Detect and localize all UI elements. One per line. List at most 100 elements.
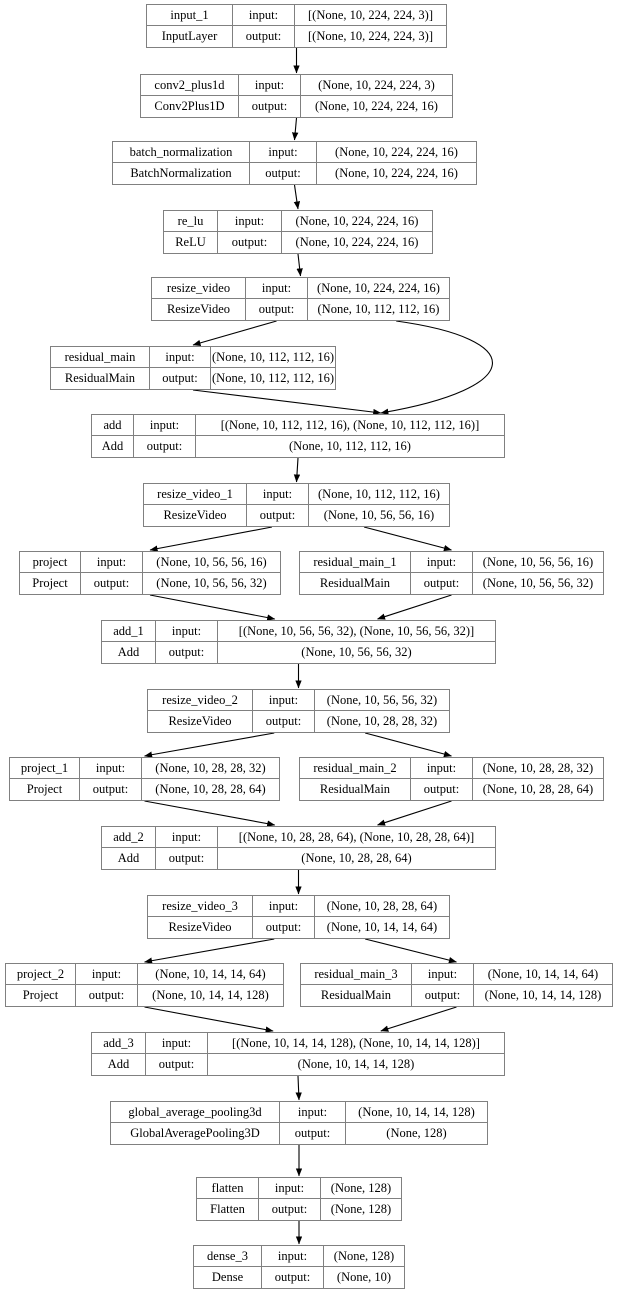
node-input-label: input:: [150, 347, 211, 367]
node-input-label: input:: [156, 621, 218, 641]
edge-conv2_plus1d-to-batch_normalization: [292, 117, 299, 141]
node-class-name: ResizeVideo: [148, 711, 253, 732]
node-output-label: output:: [156, 848, 218, 869]
edge-project_2-to-add_3: [144, 1006, 274, 1033]
edge-residual_main_3-to-add_3: [380, 1006, 457, 1032]
edge-resize_video_1-to-residual_main_1: [363, 526, 452, 552]
node-input-shape: (None, 10, 112, 112, 16): [212, 349, 334, 364]
node-input-shape: [(None, 10, 14, 14, 128), (None, 10, 14,…: [232, 1035, 480, 1050]
node-class-name: GlobalAveragePooling3D: [111, 1123, 280, 1144]
node-input-shape: (None, 10, 56, 56, 16): [156, 554, 267, 569]
node-input-label: input:: [253, 690, 315, 710]
node-layer-name: re_lu: [164, 211, 218, 231]
node-output-label: output:: [262, 1267, 324, 1288]
node-class-name: ResizeVideo: [148, 917, 253, 938]
node-input-shape: (None, 10, 56, 56, 16): [482, 554, 594, 569]
node-layer-name: resize_video_1: [144, 484, 247, 504]
node-input-label: input:: [76, 964, 138, 984]
node-output-shape: (None, 10, 112, 112, 16): [317, 302, 440, 317]
edge-add-to-resize_video_1: [293, 457, 301, 483]
node-layer-name: resize_video: [152, 278, 246, 298]
node-layer-name: input_1: [147, 5, 233, 25]
node-output-label: output:: [146, 1054, 208, 1075]
node-input-shape: [(None, 10, 112, 112, 16), (None, 10, 11…: [220, 417, 480, 432]
node-class-name: Conv2Plus1D: [141, 96, 239, 117]
node-output-shape: (None, 10, 14, 14, 128): [152, 988, 269, 1003]
node-output-shape: (None, 10, 224, 224, 16): [315, 99, 438, 114]
node-layer-name: global_average_pooling3d: [111, 1102, 280, 1122]
node-input-label: input:: [411, 758, 473, 778]
node-layer-name: residual_main_1: [300, 552, 411, 572]
node-input-label: input:: [134, 415, 196, 435]
node-input-label: input:: [253, 896, 315, 916]
node-input-shape: [(None, 10, 56, 56, 32), (None, 10, 56, …: [238, 623, 475, 638]
edge-re_lu-to-resize_video: [296, 253, 303, 277]
node-input-shape: [(None, 10, 224, 224, 3)]: [308, 7, 433, 22]
node-output-label: output:: [253, 711, 315, 732]
node-input-label: input:: [218, 211, 282, 231]
edge-resize_video-to-residual_main: [192, 320, 277, 346]
node-input-label: input:: [239, 75, 301, 95]
edge-batch_normalization-to-re_lu: [293, 184, 301, 210]
node-output-label: output:: [239, 96, 301, 117]
node-class-name: Project: [10, 779, 80, 800]
edge-resize_video_3-to-residual_main_3: [365, 938, 457, 964]
node-output-label: output:: [412, 985, 474, 1006]
node-output-shape: (None, 10, 14, 14, 128): [484, 988, 602, 1003]
node-class-name: ResidualMain: [301, 985, 412, 1006]
node-layer-name: project: [20, 552, 81, 572]
node-input-shape: (None, 10, 14, 14, 64): [155, 966, 266, 981]
node-input-label: input:: [411, 552, 473, 572]
node-input-label: input:: [250, 142, 317, 162]
node-input-shape: (None, 10, 224, 224, 16): [295, 213, 419, 228]
edge-resize_video_3-to-project_2: [144, 938, 275, 964]
node-input-shape: (None, 10, 224, 224, 16): [317, 280, 440, 295]
node-input-shape: (None, 128): [330, 1180, 392, 1195]
node-layer-name: project_1: [10, 758, 80, 778]
node-output-label: output:: [233, 26, 295, 47]
edge-add_3-to-global_average_pooling3d: [295, 1075, 302, 1101]
node-output-label: output:: [253, 917, 315, 938]
node-layer-name: batch_normalization: [113, 142, 250, 162]
node-output-label: output:: [150, 368, 211, 389]
node-class-name: Add: [92, 436, 134, 457]
node-input-label: input:: [262, 1246, 324, 1266]
node-output-shape: (None, 10, 224, 224, 16): [295, 235, 419, 250]
node-class-name: Add: [102, 848, 156, 869]
node-output-label: output:: [250, 163, 317, 184]
node-output-shape: (None, 10, 56, 56, 16): [323, 508, 435, 523]
node-layer-name: flatten: [197, 1178, 259, 1198]
node-input-label: input:: [246, 278, 308, 298]
